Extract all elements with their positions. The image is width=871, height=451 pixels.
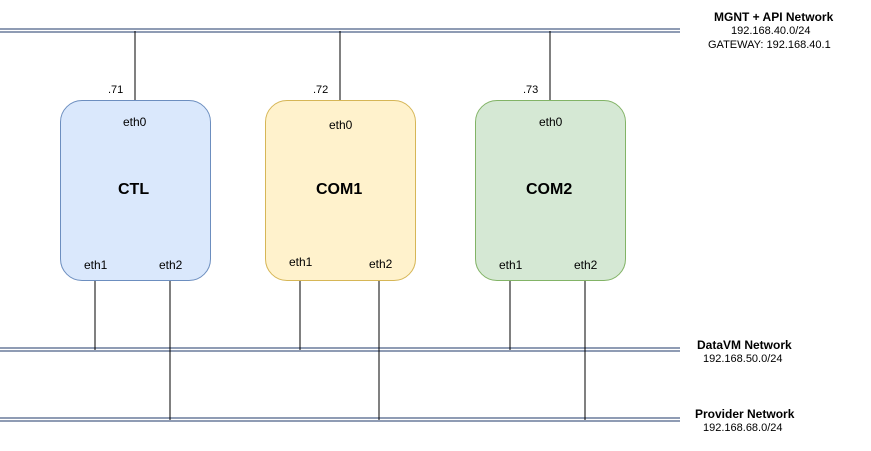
mgmt-network-gateway: GATEWAY: 192.168.40.1 xyxy=(708,39,831,51)
ctl-eth1-label: eth1 xyxy=(84,258,108,272)
datavm-network-subnet: 192.168.50.0/24 xyxy=(703,353,783,365)
ctl-name: CTL xyxy=(118,181,150,198)
provider-network-subnet: 192.168.68.0/24 xyxy=(703,422,783,434)
com1-ip-label: .72 xyxy=(313,84,329,96)
ctl-eth0-label: eth0 xyxy=(123,115,147,129)
provider-network-bus xyxy=(0,417,680,422)
com2-eth1-label: eth1 xyxy=(499,258,523,272)
com2-eth0-label: eth0 xyxy=(539,115,563,129)
provider-network-title: Provider Network xyxy=(695,407,795,421)
com2-eth2-label: eth2 xyxy=(574,258,598,272)
ctl-ip-label: .71 xyxy=(108,84,124,96)
com1-name: COM1 xyxy=(316,181,363,198)
com1-node[interactable] xyxy=(265,100,416,281)
ctl-node[interactable] xyxy=(60,100,211,281)
datavm-network-bus xyxy=(0,347,680,352)
com2-name: COM2 xyxy=(526,181,573,198)
com2-ip-label: .73 xyxy=(523,84,539,96)
ctl-eth2-label: eth2 xyxy=(159,258,183,272)
datavm-network-title: DataVM Network xyxy=(697,338,792,352)
com1-eth1-label: eth1 xyxy=(289,255,313,269)
com1-eth0-label: eth0 xyxy=(329,118,353,132)
com1-eth2-label: eth2 xyxy=(369,257,393,271)
com2-node[interactable] xyxy=(475,100,626,281)
mgmt-network-title: MGNT + API Network xyxy=(714,10,834,24)
mgmt-network-subnet: 192.168.40.0/24 xyxy=(731,25,811,37)
